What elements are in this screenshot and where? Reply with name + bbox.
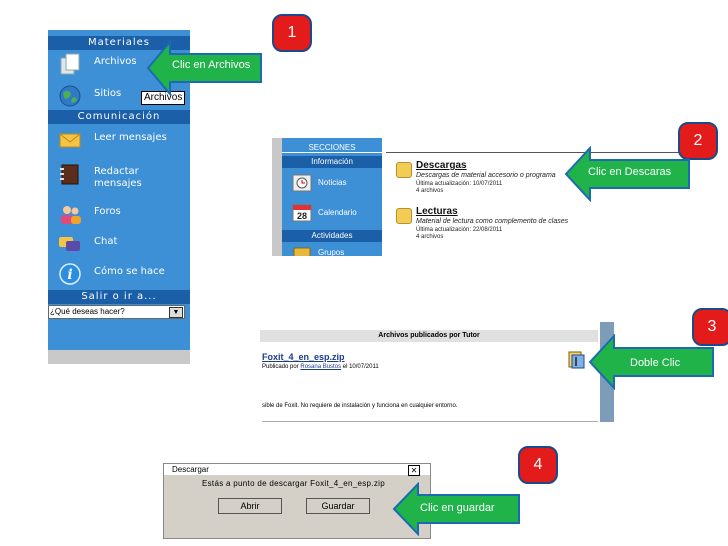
sidebar-item-redactar[interactable]: Redactar mensajes (54, 160, 188, 190)
step-badge-3: 3 (692, 308, 728, 346)
descargas-desc: Descargas de material accesorio o progra… (416, 172, 556, 179)
download-dialog (163, 463, 431, 539)
sidebar-item-como[interactable]: i Cómo se hace (54, 260, 188, 290)
author-link[interactable]: Rosana Bustos (300, 364, 342, 370)
secciones-header: SECCIONES (308, 143, 356, 152)
group-icon (293, 247, 311, 256)
sidebar-item-label: Redactar mensajes (94, 166, 142, 189)
archivos-panel-header: Archivos publicados por Tutor (260, 330, 598, 342)
step-badge-4: 4 (518, 446, 558, 484)
dialog-title-text: Descargar (172, 465, 209, 474)
callout-text-4: Clic en guardar (420, 502, 495, 514)
nav-item-label: Grupos (318, 248, 345, 256)
guardar-button[interactable]: Guardar (306, 498, 370, 514)
sidebar-item-label: Cómo se hace (94, 266, 165, 277)
sidebar-item-archivos[interactable]: Archivos (54, 50, 188, 80)
callout-arrow-4 (392, 482, 520, 536)
sidebar-item-sitios[interactable]: Sitios (54, 82, 188, 112)
sidebar-footer (48, 350, 190, 364)
sidebar-item-label: Foros (94, 206, 121, 217)
divider (386, 152, 686, 153)
published-date: el 10/07/2011 (342, 364, 379, 370)
calendar-day: 28 (297, 211, 307, 221)
informacion-header: Información (282, 156, 382, 168)
globe-icon (59, 85, 81, 107)
notebook-icon (60, 164, 79, 185)
lecturas-update: Última actualización: 22/08/2011 (416, 227, 503, 233)
calendar-icon: 28 (292, 204, 312, 222)
sidebar-item-label: Sitios (94, 88, 122, 99)
envelope-icon (59, 133, 81, 148)
nav-item-label: Calendario (318, 208, 357, 217)
salir-header: Salir o ir a... (48, 290, 190, 304)
callout-text-1: Clic en Archivos (172, 59, 251, 71)
callout-arrow-3 (588, 334, 714, 390)
svg-text:i: i (67, 267, 72, 283)
nav-item-noticias[interactable]: Noticias (292, 174, 382, 194)
file-description: sible de Foxit. No requiere de instalaci… (262, 403, 458, 409)
callout-text-3: Doble Clic (630, 357, 681, 369)
close-icon[interactable]: ✕ (408, 465, 420, 476)
chat-icon (59, 237, 80, 251)
files-icon (60, 53, 80, 75)
folder-icon (396, 162, 412, 178)
descargas-link[interactable]: Descargas (416, 160, 467, 171)
sidebar-item-label: Chat (94, 236, 118, 247)
users-icon (61, 206, 81, 224)
chevron-down-icon[interactable]: ▼ (169, 307, 183, 318)
materiales-header: Materiales (48, 36, 190, 50)
sidebar-item-chat[interactable]: Chat (54, 230, 188, 260)
nav-item-grupos[interactable]: Grupos (292, 246, 382, 256)
lecturas-link[interactable]: Lecturas (416, 206, 458, 217)
archivos-tooltip: Archivos (141, 91, 186, 105)
sidebar-item-leer[interactable]: Leer mensajes (54, 126, 188, 156)
lecturas-count: 4 archivos (416, 234, 444, 240)
file-link[interactable]: Foxit_4_en_esp.zip (262, 352, 345, 362)
action-select-value: ¿Qué deseas hacer? (50, 307, 125, 316)
comunicacion-header: Comunicación (48, 110, 190, 124)
folder-icon (396, 208, 412, 224)
divider (262, 421, 598, 422)
step-badge-1: 1 (272, 14, 312, 52)
lecturas-desc: Material de lectura como complemento de … (416, 218, 569, 225)
info-icon: i (59, 263, 81, 285)
dialog-title: Descargar (164, 464, 430, 475)
sidebar-item-label: Leer mensajes (94, 132, 167, 143)
action-select[interactable]: ¿Qué deseas hacer? ▼ (48, 305, 185, 319)
zip-file-icon[interactable] (566, 350, 586, 370)
step-badge-2: 2 (678, 122, 718, 160)
published-prefix: Publicado por (262, 364, 299, 370)
clock-icon (292, 174, 312, 192)
sidebar-item-label: Archivos (94, 56, 137, 67)
callout-arrow-1 (146, 40, 262, 96)
descargas-count: 4 archivos (416, 188, 444, 194)
nav-item-calendario[interactable]: 28 Calendario (292, 204, 382, 224)
descargas-update: Última actualización: 10/07/2011 (416, 181, 503, 187)
callout-text-2: Clic en Descaras (588, 166, 672, 178)
abrir-button[interactable]: Abrir (218, 498, 282, 514)
actividades-header: Actividades (282, 230, 382, 242)
dialog-message: Estás a punto de descargar Foxit_4_en_es… (202, 479, 385, 488)
divider (282, 152, 382, 153)
nav-item-label: Noticias (318, 178, 347, 187)
sidebar-item-foros[interactable]: Foros (54, 200, 188, 230)
file-meta: Publicado por Rosana Bustos el 10/07/201… (262, 364, 379, 370)
callout-arrow-2 (564, 146, 690, 202)
